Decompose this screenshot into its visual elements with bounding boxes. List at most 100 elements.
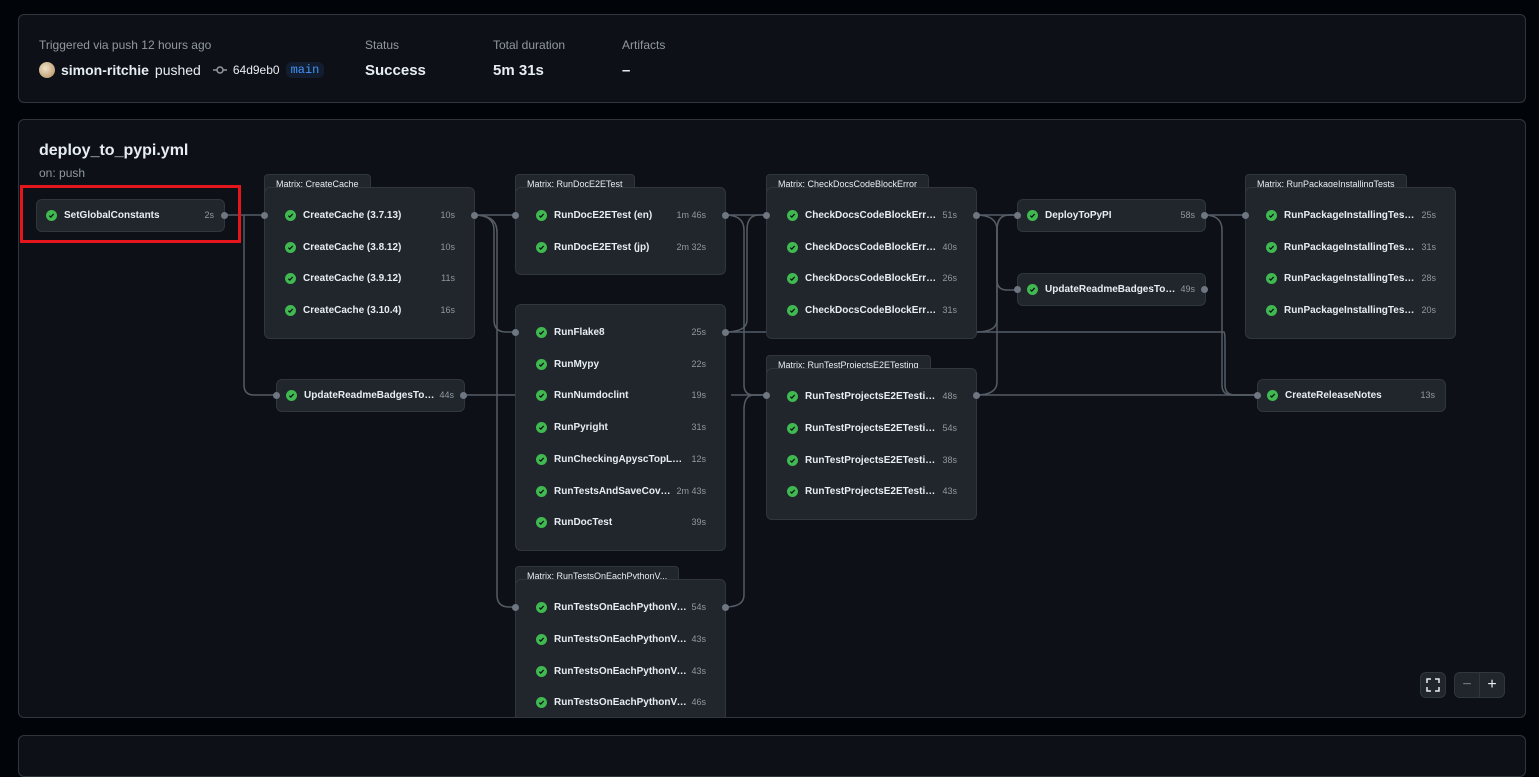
connector-dot <box>512 329 519 336</box>
job-name: RunPackageInstallingTests (... <box>1284 304 1418 316</box>
job-run-package-installing-3[interactable]: RunPackageInstallingTests (...28s <box>1266 266 1436 290</box>
check-circle-icon <box>1266 272 1277 284</box>
check-circle-icon <box>536 665 547 677</box>
connector-dot <box>722 329 729 336</box>
connector-dot <box>763 392 770 399</box>
job-duration: 10s <box>440 242 455 252</box>
zoom-in-button[interactable]: + <box>1487 676 1497 693</box>
job-run-package-installing-1[interactable]: RunPackageInstallingTests (...25s <box>1266 203 1436 227</box>
job-check-docs-2[interactable]: CheckDocsCodeBlockError (...40s <box>787 235 957 259</box>
job-duration: 25s <box>691 327 706 337</box>
job-run-tests-coverage[interactable]: RunTestsAndSaveCovera...2m 43s <box>536 479 706 503</box>
job-check-docs-3[interactable]: CheckDocsCodeBlockError (...26s <box>787 266 957 290</box>
job-name: RunTestsOnEachPythonVers... <box>554 633 688 645</box>
job-set-global-constants[interactable]: SetGlobalConstants 2s <box>46 203 214 227</box>
job-duration: 49s <box>1180 284 1195 294</box>
job-run-tests-python-1[interactable]: RunTestsOnEachPythonVers...54s <box>536 595 706 619</box>
job-card-deploy-to-pypi[interactable]: DeployToPyPI 58s <box>1017 199 1206 232</box>
job-card-create-release-notes[interactable]: CreateReleaseNotes 13s <box>1257 379 1446 412</box>
job-name: RunPackageInstallingTests (... <box>1284 209 1418 221</box>
job-name: RunDocE2ETest (en) <box>554 209 653 221</box>
job-name: RunTestProjectsE2ETesting (... <box>805 454 939 466</box>
job-create-cache-2[interactable]: CreateCache (3.8.12)10s <box>285 235 455 259</box>
highlight-box <box>20 185 241 243</box>
matrix-group-run-test-projects: RunTestProjectsE2ETesting (...48s RunTes… <box>766 368 977 520</box>
connector-dot <box>1014 286 1021 293</box>
connector-dot <box>722 212 729 219</box>
check-circle-icon <box>536 453 547 465</box>
job-create-release-notes[interactable]: CreateReleaseNotes 13s <box>1267 383 1435 407</box>
job-run-doc-e2e-jp[interactable]: RunDocE2ETest (jp)2m 32s <box>536 235 706 259</box>
avatar[interactable] <box>39 62 55 78</box>
connector-dot <box>1254 392 1261 399</box>
workflow-file-name[interactable]: deploy_to_pypi.yml <box>39 142 189 159</box>
check-circle-icon <box>1266 209 1277 221</box>
connector-dot <box>512 604 519 611</box>
job-name: RunPackageInstallingTests (... <box>1284 272 1418 284</box>
job-run-package-installing-4[interactable]: RunPackageInstallingTests (...20s <box>1266 298 1436 322</box>
job-name: CreateCache (3.9.12) <box>303 272 402 284</box>
job-name: RunPackageInstallingTests (... <box>1284 241 1418 253</box>
job-name: UpdateReadmeBadgesToPa... <box>1045 283 1177 295</box>
matrix-group-check-docs: CheckDocsCodeBlockError (...51s CheckDoc… <box>766 187 977 339</box>
job-duration: 31s <box>691 422 706 432</box>
fullscreen-button[interactable] <box>1420 672 1446 698</box>
job-create-cache-1[interactable]: CreateCache (3.7.13)10s <box>285 203 455 227</box>
job-run-test-projects-1[interactable]: RunTestProjectsE2ETesting (...48s <box>787 384 957 408</box>
job-card-update-badges-ch[interactable]: UpdateReadmeBadgesToCh... 44s <box>276 379 465 412</box>
job-run-tests-python-3[interactable]: RunTestsOnEachPythonVers...43s <box>536 659 706 683</box>
duration-label: Total duration <box>493 38 566 52</box>
job-run-test-projects-3[interactable]: RunTestProjectsE2ETesting (...38s <box>787 448 957 472</box>
job-card-set-global-constants[interactable]: SetGlobalConstants 2s <box>36 199 225 232</box>
job-duration: 2m 43s <box>676 486 706 496</box>
job-run-mypy[interactable]: RunMypy 22s <box>536 352 706 376</box>
action-text: pushed <box>154 62 201 78</box>
job-run-test-projects-4[interactable]: RunTestProjectsE2ETesting (...43s <box>787 479 957 503</box>
next-panel <box>18 735 1526 777</box>
job-run-checking-apysc[interactable]: RunCheckingApyscTopLevel...12s <box>536 447 706 471</box>
job-run-doc-e2e-en[interactable]: RunDocE2ETest (en)1m 46s <box>536 203 706 227</box>
job-duration: 11s <box>441 273 455 283</box>
job-check-docs-4[interactable]: CheckDocsCodeBlockError (...31s <box>787 298 957 322</box>
job-check-docs-1[interactable]: CheckDocsCodeBlockError (...51s <box>787 203 957 227</box>
check-circle-icon <box>285 272 296 284</box>
job-duration: 43s <box>942 486 957 496</box>
job-update-badges-pa[interactable]: UpdateReadmeBadgesToPa... 49s <box>1027 277 1195 301</box>
job-run-package-installing-2[interactable]: RunPackageInstallingTests (...31s <box>1266 235 1436 259</box>
job-run-flake8[interactable]: RunFlake8 25s <box>536 320 706 344</box>
job-duration: 25s <box>1421 210 1436 220</box>
job-name: CheckDocsCodeBlockError (... <box>805 304 939 316</box>
job-duration: 22s <box>691 359 706 369</box>
run-summary: Triggered via push 12 hours ago simon-ri… <box>18 14 1526 103</box>
job-run-tests-python-2[interactable]: RunTestsOnEachPythonVers...43s <box>536 627 706 651</box>
job-name: RunTestsAndSaveCovera... <box>554 485 673 497</box>
job-create-cache-3[interactable]: CreateCache (3.9.12) 11s <box>285 266 455 290</box>
job-card-update-badges-pa[interactable]: UpdateReadmeBadgesToPa... 49s <box>1017 273 1206 306</box>
job-duration: 31s <box>1421 242 1436 252</box>
branch-badge[interactable]: main <box>285 62 325 78</box>
job-update-badges-ch[interactable]: UpdateReadmeBadgesToCh... 44s <box>286 383 454 407</box>
matrix-group-run-tests-python: RunTestsOnEachPythonVers...54s RunTestsO… <box>515 579 726 717</box>
job-deploy-to-pypi[interactable]: DeployToPyPI 58s <box>1027 203 1195 227</box>
check-circle-icon <box>536 241 547 253</box>
zoom-divider <box>1479 673 1480 697</box>
actor-link[interactable]: simon-ritchie <box>61 62 149 78</box>
check-circle-icon <box>1266 304 1277 316</box>
job-create-cache-4[interactable]: CreateCache (3.10.4)16s <box>285 298 455 322</box>
status-label: Status <box>365 38 400 52</box>
commit-sha-link[interactable]: 64d9eb0 <box>232 63 280 77</box>
job-name: RunTestsOnEachPythonVers... <box>554 696 688 708</box>
job-name: RunFlake8 <box>554 326 605 338</box>
job-name: RunMypy <box>554 358 599 370</box>
job-run-test-projects-2[interactable]: RunTestProjectsE2ETesting (...54s <box>787 416 957 440</box>
artifacts-label: Artifacts <box>622 38 666 52</box>
job-duration: 2m 32s <box>676 242 706 252</box>
zoom-out-button[interactable]: − <box>1462 676 1472 693</box>
job-run-tests-python-4[interactable]: RunTestsOnEachPythonVers...46s <box>536 690 706 714</box>
check-circle-icon <box>536 389 547 401</box>
check-circle-icon <box>285 241 296 253</box>
job-duration: 31s <box>942 305 957 315</box>
